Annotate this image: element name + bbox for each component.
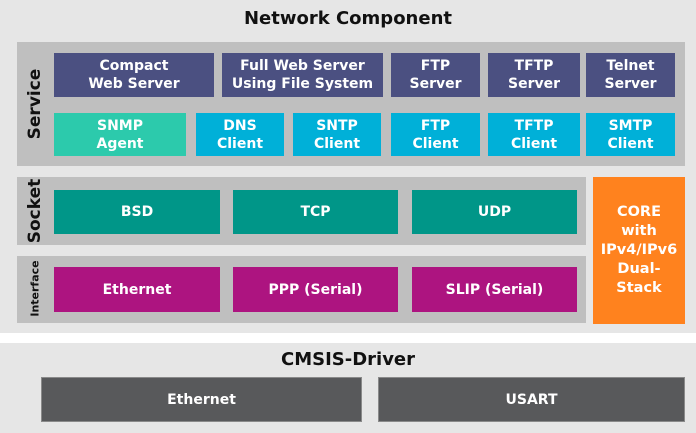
network-component-title: Network Component	[243, 8, 452, 29]
tftp-client-block[interactable]: TFTP Client	[488, 113, 580, 156]
sntp-client-block[interactable]: SNTP Client	[293, 113, 381, 156]
interface-label: Interface	[28, 260, 42, 317]
service-label: Service	[25, 68, 45, 140]
compact-web-server-block[interactable]: Compact Web Server	[54, 53, 214, 97]
usart-driver-block[interactable]: USART	[378, 377, 685, 422]
ftp-client-block[interactable]: FTP Client	[391, 113, 480, 156]
udp-block[interactable]: UDP	[412, 190, 577, 234]
core-ipv4-ipv6-block[interactable]: CORE with IPv4/IPv6 Dual- Stack	[593, 177, 685, 324]
ethernet-interface-block[interactable]: Ethernet	[54, 267, 220, 312]
ppp-serial-block[interactable]: PPP (Serial)	[233, 267, 398, 312]
tftp-server-block[interactable]: TFTP Server	[488, 53, 580, 97]
smtp-client-block[interactable]: SMTP Client	[586, 113, 675, 156]
full-web-server-block[interactable]: Full Web Server Using File System	[222, 53, 383, 97]
slip-serial-block[interactable]: SLIP (Serial)	[412, 267, 577, 312]
socket-label: Socket	[25, 178, 45, 244]
ftp-server-block[interactable]: FTP Server	[391, 53, 480, 97]
cmsis-driver-panel: CMSIS-Driver Ethernet USART	[0, 343, 696, 433]
telnet-server-block[interactable]: Telnet Server	[586, 53, 675, 97]
cmsis-driver-title: CMSIS-Driver	[280, 349, 416, 370]
tcp-block[interactable]: TCP	[233, 190, 398, 234]
snmp-agent-block[interactable]: SNMP Agent	[54, 113, 186, 156]
bsd-block[interactable]: BSD	[54, 190, 220, 234]
network-component-panel: Network Component Service Compact Web Se…	[0, 0, 696, 333]
dns-client-block[interactable]: DNS Client	[196, 113, 284, 156]
ethernet-driver-block[interactable]: Ethernet	[41, 377, 362, 422]
